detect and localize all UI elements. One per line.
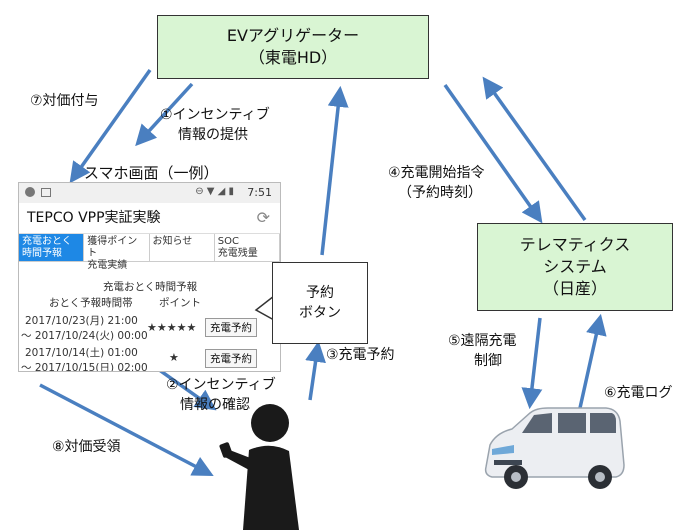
telematics-company: （日産）: [542, 279, 607, 298]
tab-label: 充電おとく: [22, 236, 72, 247]
tab-charge-forecast[interactable]: 充電おとく 時間予報: [19, 234, 85, 262]
tab-label: 充電実績: [87, 260, 128, 271]
ev-aggregator-box: EVアグリゲーター （東電HD）: [157, 15, 429, 79]
arrow-6-charge-log: [578, 313, 607, 409]
phone-caption: スマホ画面（一例）: [84, 164, 219, 182]
step-1-label-b: 情報の提供: [178, 127, 248, 143]
row-1-end: ～ 2017/10/24(火) 00:00: [21, 330, 148, 342]
tab-soc[interactable]: SOC 充電残量: [214, 234, 280, 262]
tab-label: お知らせ: [152, 236, 193, 247]
reserve-button-callout: 予約 ボタン: [272, 262, 368, 344]
arrow-8-reward-receive: [39, 383, 214, 476]
tab-label: SOC: [217, 236, 239, 247]
step-4-label-a: ④充電開始指令: [388, 165, 485, 181]
arrow-telematics-to-aggregator: [482, 76, 587, 222]
step-6-label: ⑥充電ログ: [604, 385, 673, 401]
row-1-stars: ★★★★★: [147, 321, 197, 334]
app-notification-icon: [25, 187, 35, 197]
status-time: 7:51: [247, 186, 272, 199]
tab-news[interactable]: お知らせ: [149, 234, 215, 262]
arrow-5-remote-control: [521, 317, 543, 410]
arrow-3-charge-reserve: [320, 85, 349, 256]
arrow-7-reward-grant: [69, 68, 152, 184]
image-notification-icon: [41, 188, 51, 197]
arrow-1-incentive-provide: [135, 82, 194, 147]
tab-label: 獲得ポイント: [87, 236, 138, 259]
electric-vehicle-icon: [484, 407, 625, 489]
smartphone-screen: ⊖ ▼ ◢ ▮ 7:51 TEPCO VPP実証実験 ⟳ 充電おとく 時間予報 …: [18, 182, 281, 372]
app-title-bar: TEPCO VPP実証実験 ⟳: [19, 203, 280, 234]
step-7-label: ⑦対価付与: [30, 93, 99, 109]
callout-line1: 予約: [306, 285, 334, 301]
step-5-label-b: 制御: [474, 353, 502, 369]
step-2-label-a: ②インセンティブ: [166, 377, 276, 393]
telematics-system-box: テレマティクス システム （日産）: [477, 223, 673, 311]
aggregator-company: （東電HD）: [248, 48, 338, 67]
row-2-end: ～ 2017/10/15(日) 02:00: [21, 362, 148, 372]
row-1-reserve-button[interactable]: 充電予約: [205, 318, 257, 337]
callout-pointer: [254, 296, 275, 321]
refresh-icon[interactable]: ⟳: [256, 208, 270, 227]
row-2-stars: ★: [169, 351, 179, 364]
callout-line2: ボタン: [299, 305, 341, 321]
status-bar: ⊖ ▼ ◢ ▮ 7:51: [19, 183, 280, 203]
arrow-3b-user-to-callout: [305, 340, 326, 401]
row-1-start: 2017/10/23(月) 21:00: [25, 315, 138, 327]
row-2-reserve-button[interactable]: 充電予約: [205, 349, 257, 368]
user-person-icon: [219, 404, 299, 530]
step-8-label: ⑧対価受領: [52, 439, 121, 455]
row-2-start: 2017/10/14(土) 01:00: [25, 347, 138, 359]
column-header-points: ポイント: [159, 297, 201, 309]
telematics-line2: システム: [543, 257, 607, 276]
telematics-line1: テレマティクス: [519, 235, 631, 254]
tab-label: 充電残量: [217, 248, 258, 259]
arrow-4-charge-start: [443, 83, 543, 224]
step-5-label-a: ⑤遠隔充電: [448, 333, 517, 349]
step-1-label-a: ①インセンティブ: [160, 107, 270, 123]
status-icons: ⊖ ▼ ◢ ▮: [195, 186, 234, 197]
step-3-label: ③充電予約: [326, 347, 395, 363]
aggregator-name: EVアグリゲーター: [226, 26, 360, 45]
tab-points[interactable]: 獲得ポイント 充電実績: [84, 234, 150, 271]
phone-tab-bar: 充電おとく 時間予報 獲得ポイント 充電実績 お知らせ SOC 充電残量: [19, 234, 280, 271]
step-4-label-b: （予約時刻）: [398, 185, 482, 201]
step-2-label-b: 情報の確認: [180, 397, 250, 413]
section-title: 充電おとく時間予報: [103, 281, 198, 293]
tab-label: 時間予報: [22, 248, 62, 259]
column-header-period: おとく予報時間帯: [49, 297, 133, 309]
app-title: TEPCO VPP実証実験: [27, 210, 161, 226]
